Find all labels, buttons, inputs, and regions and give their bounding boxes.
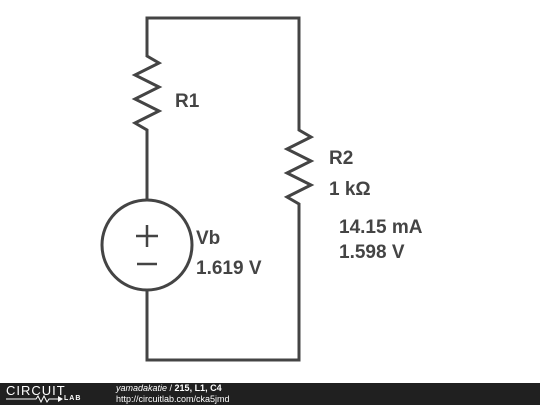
r2-voltage-label: 1.598 V	[339, 242, 405, 263]
footer-bar: CIRCUIT LAB yamadakatie / 215, L1, C4 ht…	[0, 383, 540, 405]
resistor-r2-zigzag	[283, 122, 315, 218]
circuitlab-logo[interactable]: CIRCUIT LAB	[6, 384, 106, 404]
resistor-r1[interactable]	[131, 50, 163, 140]
circuit-title: 215, L1, C4	[174, 383, 222, 393]
footer-info: yamadakatie / 215, L1, C4 http://circuit…	[116, 383, 230, 405]
r1-name-label: R1	[175, 91, 200, 112]
plus-icon	[136, 225, 158, 247]
r2-value-label: 1 kΩ	[329, 179, 371, 200]
resistor-r2[interactable]	[283, 122, 315, 218]
vb-name-label: Vb	[196, 228, 220, 249]
author-name[interactable]: yamadakatie	[116, 383, 168, 393]
wires	[145, 16, 301, 362]
logo-resistor-icon	[6, 395, 63, 403]
resistor-r1-zigzag	[131, 50, 163, 140]
footer-separator: /	[167, 383, 175, 393]
voltage-source-circle	[100, 198, 194, 292]
logo-subword: LAB	[64, 395, 82, 402]
r2-name-label: R2	[329, 148, 353, 169]
circuit-url-link[interactable]: http://circuitlab.com/cka5jmd	[116, 394, 230, 404]
footer-attribution: yamadakatie / 215, L1, C4	[116, 383, 230, 394]
voltage-source-vb[interactable]	[100, 198, 194, 292]
circuit-diagram: R1 R2 1 kΩ 14.15 mA 1.598 V Vb 1.619 V	[100, 16, 423, 362]
r2-current-label: 14.15 mA	[339, 217, 423, 238]
wire-right-bottom	[145, 214, 301, 362]
wire-left-top	[145, 16, 301, 126]
vb-value-label: 1.619 V	[196, 258, 262, 279]
logo-wordmark: CIRCUIT	[6, 383, 66, 398]
